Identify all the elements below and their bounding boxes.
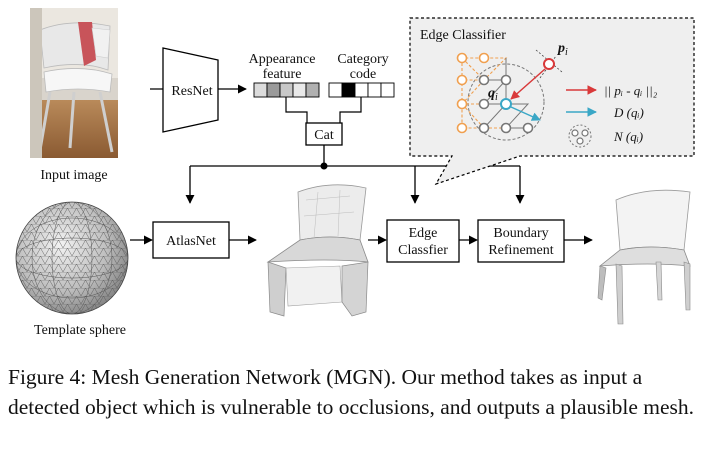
boundary-refinement-block bbox=[477, 219, 565, 263]
template-sphere bbox=[15, 201, 129, 315]
coarse-chair-mesh bbox=[266, 184, 369, 317]
cat-label: Cat bbox=[314, 128, 334, 143]
p-node bbox=[543, 58, 555, 70]
q-node bbox=[500, 98, 512, 110]
category-label-line2: code bbox=[350, 67, 376, 82]
q-label: qi bbox=[488, 86, 498, 103]
category-code-vector bbox=[328, 82, 395, 98]
appearance-label-line2: feature bbox=[263, 67, 302, 82]
resnet-block bbox=[162, 47, 219, 133]
figure-caption: Figure 4: Mesh Generation Network (MGN).… bbox=[8, 365, 695, 419]
edge-classifier-label-line1: Edge bbox=[409, 226, 438, 241]
boundary-label-line1: Boundary bbox=[493, 226, 548, 241]
legend-neighbors: N (qᵢ) bbox=[613, 129, 643, 144]
edge-classifier-block bbox=[386, 219, 460, 263]
boundary-label-line2: Refinement bbox=[488, 243, 553, 258]
input-image-label: Input image bbox=[40, 168, 107, 183]
category-label-line1: Category bbox=[337, 52, 388, 67]
template-sphere-label: Template sphere bbox=[34, 323, 126, 338]
legend-distance: || pᵢ - qᵢ ||₂ bbox=[604, 83, 658, 98]
legend-direction: D (qᵢ) bbox=[613, 105, 644, 120]
atlasnet-label: AtlasNet bbox=[166, 234, 216, 249]
inset-title: Edge Classifier bbox=[420, 28, 506, 43]
input-image-photo bbox=[30, 8, 118, 158]
edge-classifier-label-line2: Classfier bbox=[398, 243, 448, 258]
neighbors-icon bbox=[568, 124, 592, 148]
p-label: pi bbox=[557, 41, 568, 58]
appearance-label-line1: Appearance bbox=[249, 52, 316, 67]
diagram: Input image Template sphere ResNet Appea… bbox=[15, 8, 695, 338]
edge-classifier-inset: Edge Classifier bbox=[409, 17, 695, 186]
appearance-feature-vector bbox=[253, 82, 320, 98]
resnet-label: ResNet bbox=[171, 84, 212, 99]
refined-chair-mesh bbox=[597, 189, 691, 325]
